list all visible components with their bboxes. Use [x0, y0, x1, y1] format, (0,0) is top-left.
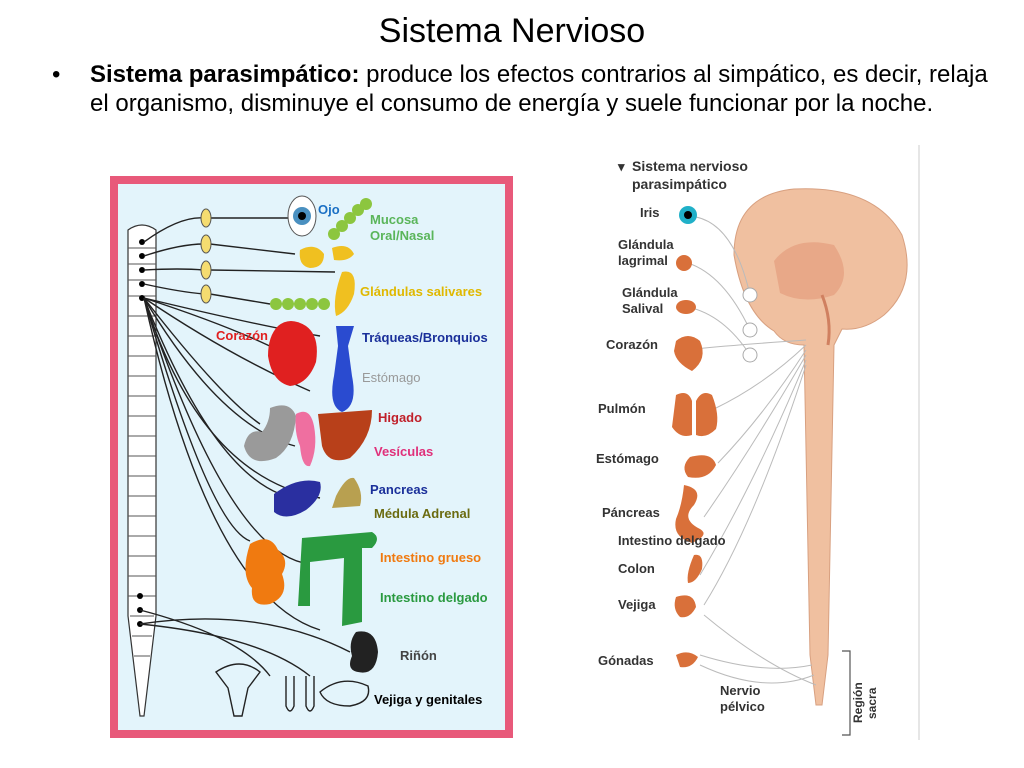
salivary-gland-icon	[676, 300, 696, 314]
eye-icon	[287, 195, 317, 237]
adrenal-icon	[332, 477, 362, 508]
trachea-icon	[332, 326, 354, 412]
heart-organ-icon	[674, 336, 703, 371]
salivary-beads-icon	[270, 298, 330, 310]
genitals-icon	[214, 663, 370, 717]
label-nervio-1: Nervio	[720, 683, 761, 698]
bullet-text-block: Sistema parasimpático: produce los efect…	[90, 60, 990, 118]
nasal-gland-icon	[299, 246, 324, 268]
large-intestine-icon	[298, 532, 377, 626]
heart-icon	[268, 321, 317, 386]
label-nervio-2: pélvico	[720, 699, 765, 714]
label-mucosa: Mucosa	[370, 212, 419, 227]
spinal-column	[127, 224, 157, 717]
salivary-gland-icon-1	[332, 246, 354, 261]
label-pancreas-r: Páncreas	[602, 505, 660, 520]
slide-title: Sistema Nervioso	[378, 12, 646, 50]
right-nerves	[687, 216, 817, 686]
label-traqueas: Tráqueas/Bronquios	[362, 330, 488, 345]
vagus-nerves	[139, 297, 351, 677]
right-title-line1: Sistema nervioso	[632, 158, 748, 174]
cranial-nerves	[143, 217, 336, 305]
pancreas-tube-icon	[295, 411, 316, 467]
label-glandulas: Glándulas salivares	[360, 284, 482, 299]
cranial-ganglia	[200, 208, 212, 304]
right-title-marker: ▾	[617, 159, 625, 174]
bullet-body: produce los efectos contrarios al simpát…	[90, 61, 988, 117]
label-corazon-r: Corazón	[606, 337, 658, 352]
salivary-gland-icon-2	[334, 271, 355, 316]
stomach-icon	[244, 405, 296, 462]
gonad-icon	[676, 652, 698, 668]
label-glandula-salival-2: Salival	[622, 301, 663, 316]
label-estomago-r: Estómago	[596, 451, 659, 466]
bladder-icon	[674, 595, 696, 618]
label-int-delgado: Intestino delgado	[380, 590, 488, 605]
right-title-line2: parasimpático	[632, 176, 727, 192]
left-parasympathetic-diagram: Ojo Mucosa Oral/Nasal Glándulas salivare…	[110, 176, 513, 738]
bullet-marker: •	[52, 61, 61, 88]
right-ganglia	[742, 287, 758, 363]
label-vejiga: Vejiga y genitales	[374, 692, 482, 707]
pancreas-organ-icon	[675, 485, 704, 543]
label-iris: Iris	[640, 205, 660, 220]
label-glandula-salival-1: Glándula	[622, 285, 678, 300]
label-int-grueso: Intestino grueso	[380, 550, 481, 565]
pancreas-icon	[274, 480, 321, 517]
label-medula: Médula Adrenal	[374, 506, 470, 521]
label-colon: Colon	[618, 561, 655, 576]
right-parasympathetic-diagram: Región sacra ▾ Sistema nervioso parasimp…	[584, 145, 922, 740]
label-gonadas: Gónadas	[598, 653, 654, 668]
colon-icon	[687, 554, 703, 583]
label-glandula-lagrimal-2: lagrimal	[618, 253, 668, 268]
sacral-label: Región sacra	[851, 682, 879, 723]
liver-icon	[318, 410, 372, 461]
label-pancreas: Pancreas	[370, 482, 428, 497]
iris-icon	[679, 206, 697, 224]
label-vesiculas: Vesículas	[374, 444, 433, 459]
lacrimal-gland-icon	[676, 255, 692, 271]
label-region-1: Región	[851, 682, 865, 723]
label-ojo: Ojo	[318, 202, 340, 217]
label-higado: Higado	[378, 410, 422, 425]
stomach-organ-icon	[684, 455, 716, 478]
label-corazon: Corazón	[216, 328, 268, 343]
sacral-bracket	[842, 650, 851, 736]
label-intestino: Intestino delgado	[618, 533, 726, 548]
label-rinon: Riñón	[400, 648, 437, 663]
oral-mucosa-icon	[328, 198, 372, 240]
lung-icon	[672, 393, 718, 437]
bullet-heading: Sistema parasimpático:	[90, 61, 360, 88]
left-labels: Ojo Mucosa Oral/Nasal Glándulas salivare…	[216, 202, 488, 707]
brain-and-spinal-cord	[733, 188, 908, 706]
label-pulmon: Pulmón	[598, 401, 646, 416]
label-glandula-lagrimal-1: Glándula	[618, 237, 674, 252]
label-estomago: Estómago	[362, 370, 421, 385]
label-region-2: sacra	[865, 687, 879, 719]
label-oral-nasal: Oral/Nasal	[370, 228, 434, 243]
right-labels: ▾ Sistema nervioso parasimpático Iris Gl…	[596, 158, 765, 714]
small-intestine-icon	[245, 539, 286, 605]
label-vejiga-r: Vejiga	[618, 597, 656, 612]
kidney-icon	[350, 631, 378, 673]
